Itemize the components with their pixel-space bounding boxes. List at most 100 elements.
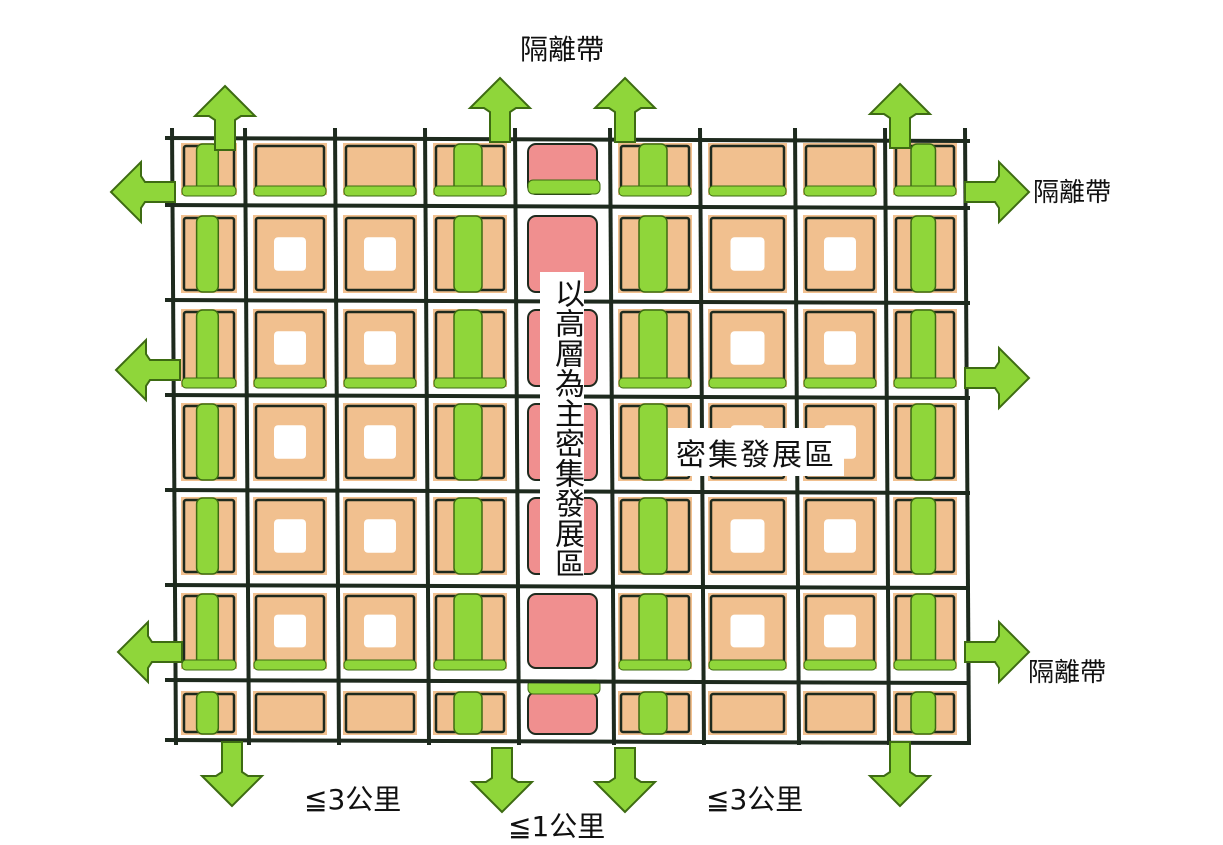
green-strip xyxy=(195,403,220,481)
block-outline xyxy=(254,404,326,480)
green-belt xyxy=(181,185,237,197)
buffer-label-top: 隔離帶 xyxy=(520,33,605,66)
green-belt xyxy=(253,185,327,197)
block-outline xyxy=(709,498,786,574)
arrow-top-2 xyxy=(467,76,533,143)
arrow-bottom-4 xyxy=(867,741,933,808)
block-courtyard xyxy=(274,331,306,365)
block-courtyard xyxy=(730,331,765,365)
highrise-zone-label: 以高層為主密集發展區 xyxy=(540,272,584,584)
road-vertical xyxy=(243,127,251,746)
arrow-shape xyxy=(964,619,1031,685)
block-outline xyxy=(254,692,326,734)
green-belt xyxy=(433,185,507,197)
arrow-shape xyxy=(467,76,533,143)
arrow-right-3 xyxy=(964,619,1031,685)
block-outline xyxy=(344,216,416,292)
block-outline xyxy=(344,404,416,480)
road-vertical xyxy=(608,127,616,746)
green-strip xyxy=(910,497,937,575)
green-belt xyxy=(893,659,957,671)
city-block xyxy=(253,691,327,735)
block-courtyard xyxy=(274,425,306,459)
road-vertical xyxy=(333,127,341,746)
green-strip xyxy=(453,691,483,735)
green-belt xyxy=(618,659,692,671)
arrow-right-1 xyxy=(964,159,1031,225)
green-strip xyxy=(638,403,668,481)
green-strip xyxy=(910,593,937,669)
block-courtyard xyxy=(730,519,765,553)
road-vertical xyxy=(423,127,431,746)
arrow-shape xyxy=(867,82,933,149)
block-courtyard xyxy=(364,425,396,459)
green-belt xyxy=(343,659,417,671)
dense-zone-label: 密集發展區 xyxy=(668,428,844,476)
block-courtyard xyxy=(730,237,765,271)
arrow-top-1 xyxy=(192,84,258,151)
arrow-shape xyxy=(867,741,933,808)
arrow-top-3 xyxy=(592,76,658,143)
block-courtyard xyxy=(824,614,856,648)
green-strip xyxy=(195,691,220,735)
block-courtyard xyxy=(274,237,306,271)
green-strip xyxy=(453,593,483,669)
arrow-left-3 xyxy=(116,619,183,685)
arrow-shape xyxy=(964,345,1031,411)
green-belt xyxy=(253,659,327,671)
block-outline xyxy=(709,692,786,734)
block-outline xyxy=(254,498,326,574)
arrow-right-2 xyxy=(964,345,1031,411)
city-block xyxy=(708,691,787,735)
block-outline xyxy=(344,692,416,734)
block-courtyard xyxy=(824,237,856,271)
block-courtyard xyxy=(364,519,396,553)
green-strip xyxy=(638,309,668,387)
highrise-block xyxy=(527,691,598,735)
green-belt xyxy=(803,377,877,389)
green-belt xyxy=(803,185,877,197)
buffer-label-right-top: 隔離帶 xyxy=(1033,178,1112,208)
green-strip xyxy=(638,691,668,735)
block-outline xyxy=(804,692,876,734)
green-belt xyxy=(893,377,957,389)
road-vertical xyxy=(513,127,521,746)
arrow-shape xyxy=(114,337,181,403)
green-strip xyxy=(195,497,220,575)
green-strip xyxy=(910,215,937,293)
arrow-bottom-1 xyxy=(199,741,265,808)
green-strip xyxy=(195,309,220,387)
distance-label-center: ≦1公里 xyxy=(508,810,606,843)
green-strip xyxy=(638,497,668,575)
distance-label-right: ≦3公里 xyxy=(706,783,804,816)
green-belt xyxy=(181,659,237,671)
green-belt xyxy=(343,377,417,389)
green-belt xyxy=(618,185,692,197)
city-block xyxy=(343,691,417,735)
block-courtyard xyxy=(364,237,396,271)
arrow-shape xyxy=(592,747,658,814)
road-horizontal xyxy=(164,203,971,210)
road-horizontal xyxy=(164,678,971,685)
block-outline xyxy=(804,498,876,574)
block-outline xyxy=(254,216,326,292)
green-strip xyxy=(453,497,483,575)
block-outline xyxy=(344,498,416,574)
green-belt xyxy=(618,377,692,389)
arrow-shape xyxy=(109,159,176,225)
green-belt xyxy=(708,185,787,197)
green-belt xyxy=(253,377,327,389)
arrow-shape xyxy=(199,741,265,808)
green-belt xyxy=(181,377,237,389)
block-courtyard xyxy=(274,614,306,648)
green-strip xyxy=(453,215,483,293)
green-belt xyxy=(708,377,787,389)
green-strip xyxy=(195,215,220,293)
green-strip xyxy=(195,593,220,669)
block-courtyard xyxy=(364,331,396,365)
road-horizontal xyxy=(164,738,971,745)
green-strip xyxy=(638,593,668,669)
arrow-shape xyxy=(192,84,258,151)
arrow-bottom-2 xyxy=(469,747,535,814)
